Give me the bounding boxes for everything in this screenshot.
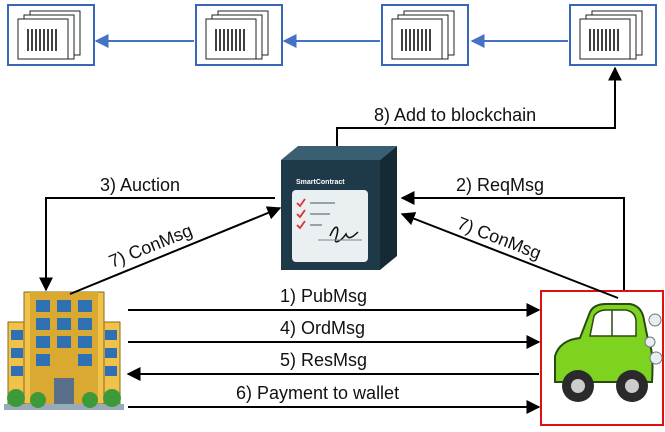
res-msg-label: 5) ResMsg bbox=[280, 350, 367, 370]
ord-msg-label: 4) OrdMsg bbox=[280, 318, 365, 338]
blockchain-block-4 bbox=[569, 4, 657, 66]
req-msg-arrow bbox=[400, 191, 625, 290]
smart-contract-cube-icon: SmartContract bbox=[281, 146, 397, 270]
blockchain-block-3 bbox=[381, 4, 469, 66]
blockchain-block-1 bbox=[7, 4, 95, 66]
con-msg-left-label: 7) ConMsg bbox=[106, 220, 195, 272]
auction-label: 3) Auction bbox=[100, 175, 180, 195]
con-msg-left-arrow bbox=[69, 206, 282, 295]
add-to-blockchain-arrow bbox=[336, 66, 622, 146]
add-to-blockchain-label: 8) Add to blockchain bbox=[374, 105, 536, 125]
payment-label: 6) Payment to wallet bbox=[236, 383, 399, 403]
pub-msg-label: 1) PubMsg bbox=[280, 286, 367, 306]
office-building-icon bbox=[4, 291, 124, 410]
blockchain-block-2 bbox=[195, 4, 283, 66]
req-msg-label: 2) ReqMsg bbox=[456, 175, 544, 195]
auction-arrow bbox=[39, 197, 275, 292]
electric-car-icon bbox=[540, 290, 664, 426]
smart-contract-label: SmartContract bbox=[296, 179, 345, 186]
con-msg-right-label: 7) ConMsg bbox=[455, 213, 544, 263]
con-msg-right-arrow bbox=[400, 212, 619, 299]
